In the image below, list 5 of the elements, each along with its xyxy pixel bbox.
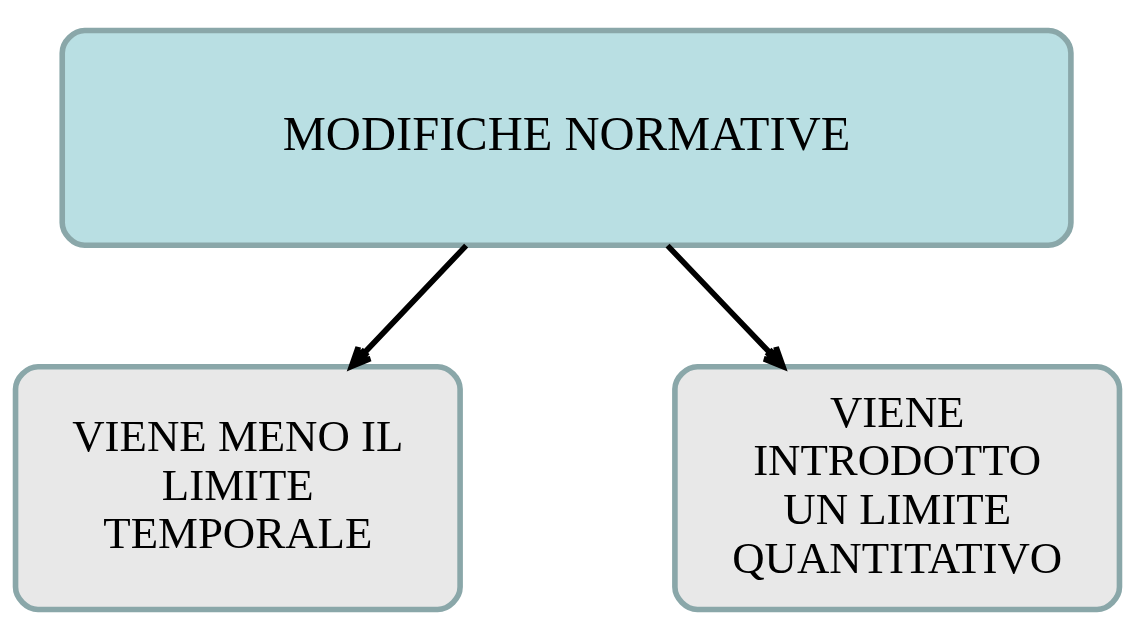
node-box: VIENE INTRODOTTO UN LIMITE QUANTITATIVO: [672, 363, 1123, 613]
node-box: MODIFICHE NORMATIVE: [59, 27, 1074, 249]
node-box: VIENE MENO IL LIMITE TEMPORALE: [12, 363, 463, 613]
arrow: [348, 243, 469, 370]
arrow: [665, 243, 786, 370]
